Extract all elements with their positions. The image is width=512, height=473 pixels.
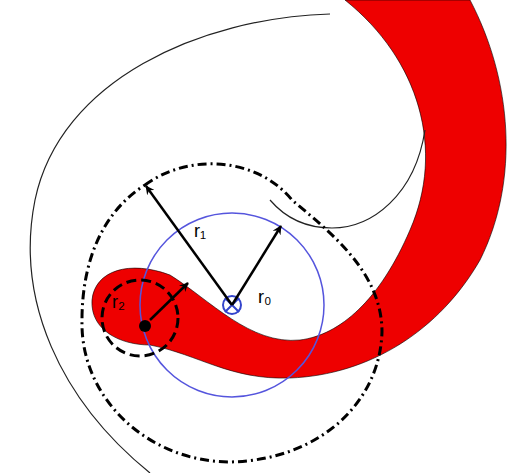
radius-arrow-r2: [150, 283, 188, 320]
radius-arrow-r1: [146, 186, 232, 305]
outer-spiral-line: [30, 14, 330, 473]
radius-label: r₁: [194, 222, 206, 240]
radius-arrow-r0: [232, 226, 281, 305]
tip-trajectory: [82, 164, 382, 462]
core-circle: [140, 213, 324, 397]
tip-dot: [139, 320, 151, 332]
inner-spiral-line: [270, 130, 425, 228]
radius-label: r₀: [258, 288, 271, 306]
spiral-wave-band: [92, 0, 506, 378]
tip-circle: [102, 280, 178, 356]
radius-label: r₂: [112, 293, 125, 311]
